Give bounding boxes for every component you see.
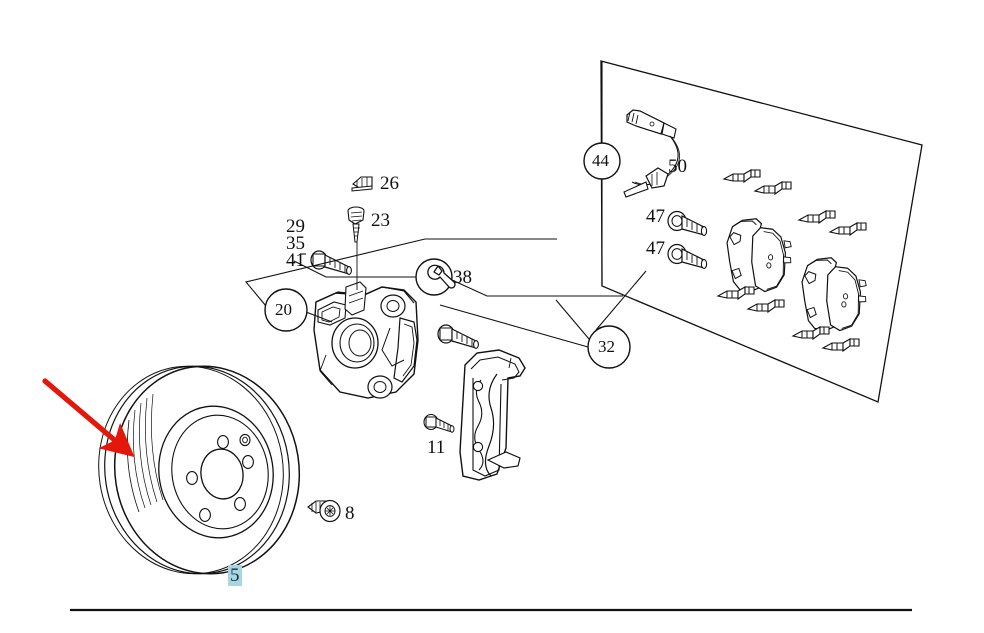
caliper-guide-pin (437, 324, 479, 349)
part-label-35: 35 (286, 233, 305, 254)
wrench-icon (427, 264, 456, 289)
part-label-8: 8 (345, 503, 355, 524)
carrier-mount-bolt-11 (423, 413, 455, 433)
pad-clip-set-a1 (723, 169, 761, 183)
guide-bolt-29-35-41 (310, 250, 352, 275)
part-label-29: 29 (286, 216, 305, 237)
pad-clip-set-b3 (792, 326, 830, 340)
callout-circle-44 (583, 142, 621, 180)
pad-clip-set-b4 (822, 338, 860, 352)
highlight-chip: 5 (228, 565, 242, 586)
pad-clip-set-a3 (717, 286, 755, 300)
pad-clip-set-a2 (754, 181, 792, 195)
bleeder-screw-23 (347, 206, 365, 290)
caliper-carrier-bracket (459, 349, 526, 481)
pad-clip-set-b2 (829, 222, 867, 236)
callout-label-44: 44 (592, 151, 609, 170)
disc-retaining-screw (307, 499, 341, 523)
callout-label-32: 32 (598, 337, 615, 356)
pad-kit-panel-outline (600, 60, 923, 403)
highlighted-part-label-5: 5 (228, 565, 242, 586)
callout-label-20: 20 (275, 300, 292, 319)
brake-disc (98, 365, 301, 575)
part-label-41: 41 (286, 250, 305, 271)
part-label-47-lower: 47 (646, 238, 665, 259)
callout-circle-32 (587, 325, 631, 369)
brake-pad-set-right (800, 256, 869, 333)
pad-bolt-47-upper (667, 210, 708, 236)
callout-bubbles (264, 142, 631, 369)
part-label-50: 50 (668, 156, 687, 177)
part-label-23: 23 (371, 210, 390, 231)
brake-caliper (313, 281, 419, 399)
pad-clip-set-a4 (747, 299, 785, 313)
part-label-38: 38 (453, 267, 472, 288)
pad-bolt-47-lower (667, 243, 708, 269)
part-label-47-upper: 47 (646, 206, 665, 227)
leader-lines-left (245, 238, 647, 348)
pad-clip-set-b1 (798, 210, 836, 224)
part-label-26: 26 (380, 173, 399, 194)
part-label-11: 11 (427, 437, 446, 458)
brake-pad-set-left (725, 217, 794, 294)
callout-circle-20 (264, 288, 308, 332)
bleeder-cap-26 (351, 176, 373, 192)
red-pointer-arrow (42, 378, 135, 458)
brake-wear-sensor-50 (623, 109, 680, 198)
